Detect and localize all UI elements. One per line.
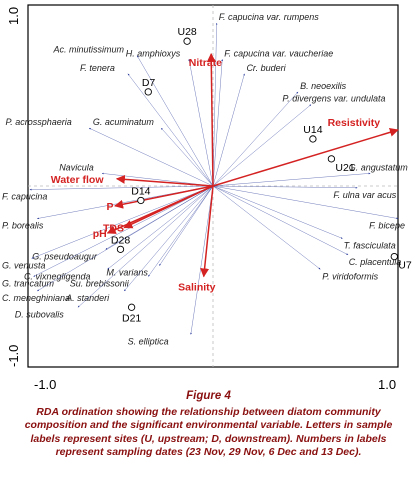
species-arrow-c-placentula — [212, 185, 349, 255]
species-arrow-b-neoexilis — [212, 91, 299, 187]
species-label-c-vixnegligenda: C. vixnegligenda — [24, 271, 91, 281]
species-arrow-g-angustatum — [212, 172, 371, 187]
species-arrow-a-standeri — [124, 185, 214, 292]
species-arrow-c-vixnegligenda — [107, 185, 214, 270]
species-arrow-h-amphioxys — [188, 59, 214, 187]
species-arrow-cr-buderi — [212, 73, 245, 187]
species-label-s-elliptica: S. elliptica — [128, 336, 169, 346]
species-arrow-ac-minutissimum — [136, 55, 214, 187]
species-arrow-f-capucina-var-rumpens — [212, 22, 218, 187]
env-label-resistivity: Resistivity — [328, 117, 381, 129]
species-label-g-pseudoaugur: G. pseudoaugur — [32, 251, 98, 261]
species-arrow-f-tenera — [127, 73, 214, 187]
species-arrow-t-fasciculata — [212, 185, 343, 239]
species-arrow-f-capucina-var-vaucheriae — [212, 59, 224, 187]
site-label-d28: D28 — [111, 234, 130, 246]
site-marker-d28 — [116, 245, 125, 254]
species-label-g-venusta: G. venusta — [2, 260, 46, 270]
species-label-f-capucina: F. capucina — [2, 192, 47, 202]
species-label-h-amphioxys: H. amphioxys — [126, 48, 181, 58]
env-label-ph: pH — [93, 228, 107, 240]
species-arrow-s-elliptica — [190, 185, 214, 335]
x-tick-label-max: 1.0 — [378, 377, 396, 390]
species-label-f-capucina-var-vaucheriae: F. capucina var. vaucheriae — [224, 48, 333, 58]
species-arrow-g-trancatum — [33, 185, 214, 277]
env-label-water-flow: Water flow — [51, 174, 105, 186]
site-label-u21: U21 — [335, 162, 354, 174]
species-label-p-borealis: P. borealis — [2, 221, 44, 231]
species-arrow-g-acuminatum — [161, 127, 214, 187]
site-label-d14: D14 — [131, 185, 150, 197]
species-label-p-divergens-var-undulata: P. divergens var. undulata — [282, 94, 385, 104]
species-label-t-fasciculata: T. fasciculata — [344, 240, 396, 250]
species-arrow-f-ulna-var-acus — [212, 185, 358, 189]
species-arrow-f-bicepe — [212, 185, 399, 220]
species-label-d-subovalis: D. subovalis — [15, 309, 65, 319]
species-arrow-c-meneghiniana — [37, 185, 214, 292]
species-label-b-neoexilis: B. neoexilis — [300, 81, 347, 91]
species-label-cr-buderi: Cr. buderi — [246, 63, 286, 73]
env-label-salinity: Salinity — [178, 282, 216, 294]
species-label-g-trancatum: G. trancatum — [2, 279, 55, 289]
env-arrow-resistivity — [212, 127, 399, 187]
env-arrow-salinity — [200, 185, 214, 278]
x-tick-label-min: -1.0 — [34, 377, 56, 390]
species-label-c-meneghiniana: C. meneghiniana — [2, 293, 70, 303]
figure-caption: Figure 4 RDA ordination showing the rela… — [0, 390, 417, 460]
site-label-u7: U7 — [398, 260, 412, 272]
env-arrow-water-flow — [115, 174, 214, 187]
caption-text: RDA ordination showing the relationship … — [24, 405, 393, 459]
species-arrow-m-varians — [159, 185, 214, 266]
species-label-navicula: Navicula — [59, 162, 94, 172]
species-label-m-varians: M. varians — [106, 268, 148, 278]
species-arrow-f-capucina — [29, 185, 214, 191]
site-label-u14: U14 — [303, 124, 322, 136]
species-label-p-viridoformis: P. viridoformis — [322, 271, 378, 281]
site-label-u28: U28 — [178, 26, 197, 38]
species-label-a-standeri: A. standeri — [65, 293, 110, 303]
site-marker-u7 — [390, 252, 398, 261]
env-arrow-p — [114, 185, 214, 209]
site-marker-d7 — [144, 88, 152, 96]
site-label-d7: D7 — [142, 77, 156, 89]
species-label-ac-minutissimum: Ac. minutissimum — [53, 45, 125, 55]
site-marker-d14 — [137, 196, 145, 205]
y-tick-label-min: -1.0 — [6, 345, 21, 367]
env-arrow-nitrate — [206, 52, 216, 187]
species-label-p-acrossphaeria: P. acrossphaeria — [5, 117, 71, 127]
species-label-f-capucina-var-rumpens: F. capucina var. rumpens — [219, 12, 320, 22]
species-label-f-ulna-var-acus: F. ulna var acus — [333, 190, 396, 200]
species-arrow-g-venusta — [31, 185, 214, 259]
site-marker-u21 — [327, 155, 336, 163]
tick-labels-layer: -1.0 1.0 1.0 -1.0 — [6, 7, 396, 390]
species-arrow-d-subovalis — [77, 185, 214, 308]
y-tick-label-max: 1.0 — [6, 7, 21, 25]
species-arrow-p-divergens-var-undulata — [212, 104, 312, 187]
env-label-p: P — [107, 201, 114, 213]
species-label-g-acuminatum: G. acuminatum — [93, 117, 155, 127]
site-marker-u28 — [183, 37, 191, 45]
species-arrow-p-acrossphaeria — [88, 127, 214, 187]
env-arrow-tds — [123, 185, 214, 229]
species-label-f-tenera: F. tenera — [80, 63, 115, 73]
site-label-d21: D21 — [122, 312, 141, 324]
species-label-su-brebissonii: Su. brebissonii — [70, 279, 130, 289]
species-label-f-bicepe: F. bicepe — [369, 221, 405, 231]
env-label-nitrate: Nitrate — [189, 57, 222, 69]
species-arrow-su-brebissonii — [148, 185, 214, 277]
figure-label: Figure 4 — [186, 390, 231, 402]
site-marker-u14 — [309, 135, 317, 143]
species-label-c-placentula: C. placentula — [349, 257, 402, 267]
site-marker-d21 — [127, 303, 136, 311]
env-label-tds: TDS — [103, 223, 124, 235]
species-label-g-angustatum: G. angustatum — [349, 162, 409, 172]
species-arrow-p-viridoformis — [212, 185, 321, 270]
